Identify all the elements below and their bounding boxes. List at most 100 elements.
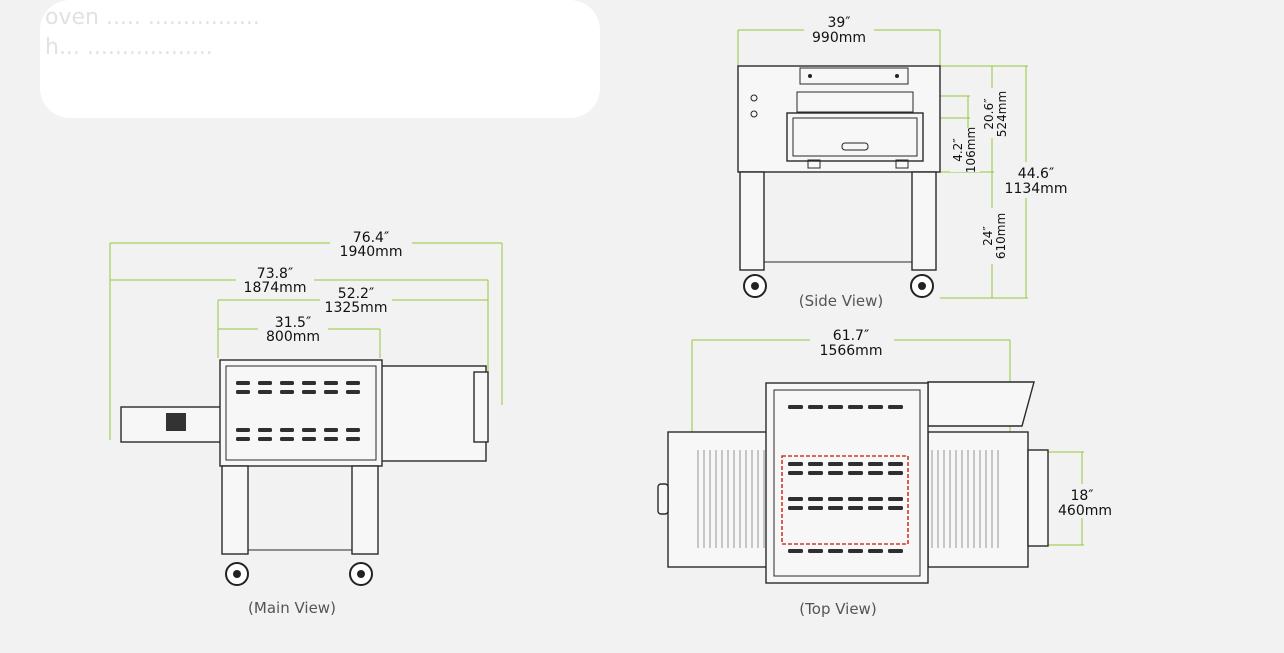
vent-slot [302, 428, 316, 432]
vent-slot [324, 381, 338, 385]
vent-slot [236, 381, 250, 385]
vent-slot [828, 471, 843, 475]
top-handle [657, 483, 669, 515]
top-conveyor-right [927, 431, 1029, 568]
vent-slot [324, 428, 338, 432]
top-belt-inch: 18″ [1070, 488, 1093, 504]
side-view-caption: (Side View) [799, 292, 884, 310]
overlay-panel [40, 0, 600, 118]
vent-slot [828, 549, 843, 553]
vent-slot [808, 506, 823, 510]
vent-slot [346, 437, 360, 441]
vent-slot [346, 381, 360, 385]
side-opening [786, 112, 924, 162]
vent-slot [888, 549, 903, 553]
top-view-caption: (Top View) [799, 600, 876, 618]
side-total-height-inch: 44.6″ [1018, 166, 1054, 182]
side-chamber-height-inch: 20.6″ [982, 98, 996, 130]
main-dim-4-inch: 31.5″ [275, 315, 311, 331]
handle-icon [841, 142, 869, 151]
vent-slot [788, 471, 803, 475]
main-view: 76.4″ 1940mm 73.8″ 1874mm 52.2″ 1325mm 3… [109, 229, 503, 617]
conveyor-belt [697, 450, 999, 548]
vent-slot [848, 462, 863, 466]
oven-chamber [219, 359, 383, 467]
side-width-inch: 39″ [827, 15, 850, 31]
vent-slot [808, 405, 823, 409]
side-view-oven [737, 65, 941, 298]
vent-slot [888, 405, 903, 409]
main-dim-3-inch: 52.2″ [338, 286, 374, 302]
vent-slot [280, 381, 294, 385]
top-view: 61.7″ 1566mm 18″ 460mm (Top View) [657, 326, 1116, 618]
vent-slot [888, 471, 903, 475]
vent-slot [868, 497, 883, 501]
vent-slot [828, 506, 843, 510]
vent-slot [788, 497, 803, 501]
side-leg-right [911, 171, 937, 271]
side-total-height-mm: 1134mm [1005, 181, 1068, 197]
vent-slot [788, 549, 803, 553]
vent-slot [868, 549, 883, 553]
vent-slot [848, 471, 863, 475]
main-dim-1-mm: 1940mm [340, 244, 403, 260]
vent-slot [236, 428, 250, 432]
vent-slot [888, 462, 903, 466]
vent-slot [808, 549, 823, 553]
vent-slot [302, 381, 316, 385]
vent-slot [280, 390, 294, 394]
vent-slot [868, 405, 883, 409]
main-view-oven [120, 359, 489, 586]
main-dim-4-mm: 800mm [266, 329, 320, 345]
top-belt-end [1027, 449, 1049, 547]
vent-slot [324, 437, 338, 441]
vent-slot [828, 497, 843, 501]
vent-slot [346, 390, 360, 394]
top-width-inch: 61.7″ [833, 328, 869, 344]
vent-slot [868, 506, 883, 510]
vent-slot [258, 437, 272, 441]
vent-slot [848, 506, 863, 510]
vent-slot [888, 497, 903, 501]
faded-overlay: oven ..... ................ h... .......… [40, 0, 600, 118]
vent-slot [258, 390, 272, 394]
top-control-panel [927, 381, 1035, 427]
vent-slot [808, 471, 823, 475]
vent-slot [808, 462, 823, 466]
top-view-oven [657, 381, 1049, 584]
overlay-line-2: h... .................. [45, 35, 213, 60]
vent-slot [848, 497, 863, 501]
vent-slot [808, 497, 823, 501]
side-leg-height-mm: 610mm [994, 213, 1008, 259]
vent-slot [258, 428, 272, 432]
main-dim-3-mm: 1325mm [325, 300, 388, 316]
vent-slots [236, 381, 360, 441]
side-opening-mm: 106mm [964, 127, 978, 173]
conveyor-right-hood [379, 365, 487, 462]
side-view: 39″ 990mm 44.6″ 1134mm 20.6″ 524mm 4.2″ … [737, 12, 1074, 310]
main-dim-2-inch: 73.8″ [257, 266, 293, 282]
vent-slot [828, 462, 843, 466]
side-leg-left [739, 171, 765, 271]
baking-zone [781, 455, 909, 545]
vent-slot [324, 390, 338, 394]
vent-slot [868, 471, 883, 475]
leg-right [351, 465, 379, 555]
main-dim-1-inch: 76.4″ [353, 230, 389, 246]
vent-slot [258, 381, 272, 385]
side-leg-height-inch: 24″ [981, 226, 995, 246]
control-grille [166, 413, 186, 431]
vent-slot [788, 506, 803, 510]
vent-slot [888, 506, 903, 510]
side-width-mm: 990mm [812, 30, 866, 46]
side-chamber-height-mm: 524mm [995, 91, 1009, 137]
vent-slot [302, 390, 316, 394]
top-conveyor-left [667, 431, 769, 568]
main-dim-2-mm: 1874mm [244, 280, 307, 296]
vent-slot [236, 437, 250, 441]
main-view-caption: (Main View) [248, 599, 336, 617]
vent-slot [280, 437, 294, 441]
vent-slot [868, 462, 883, 466]
vent-slot [236, 390, 250, 394]
